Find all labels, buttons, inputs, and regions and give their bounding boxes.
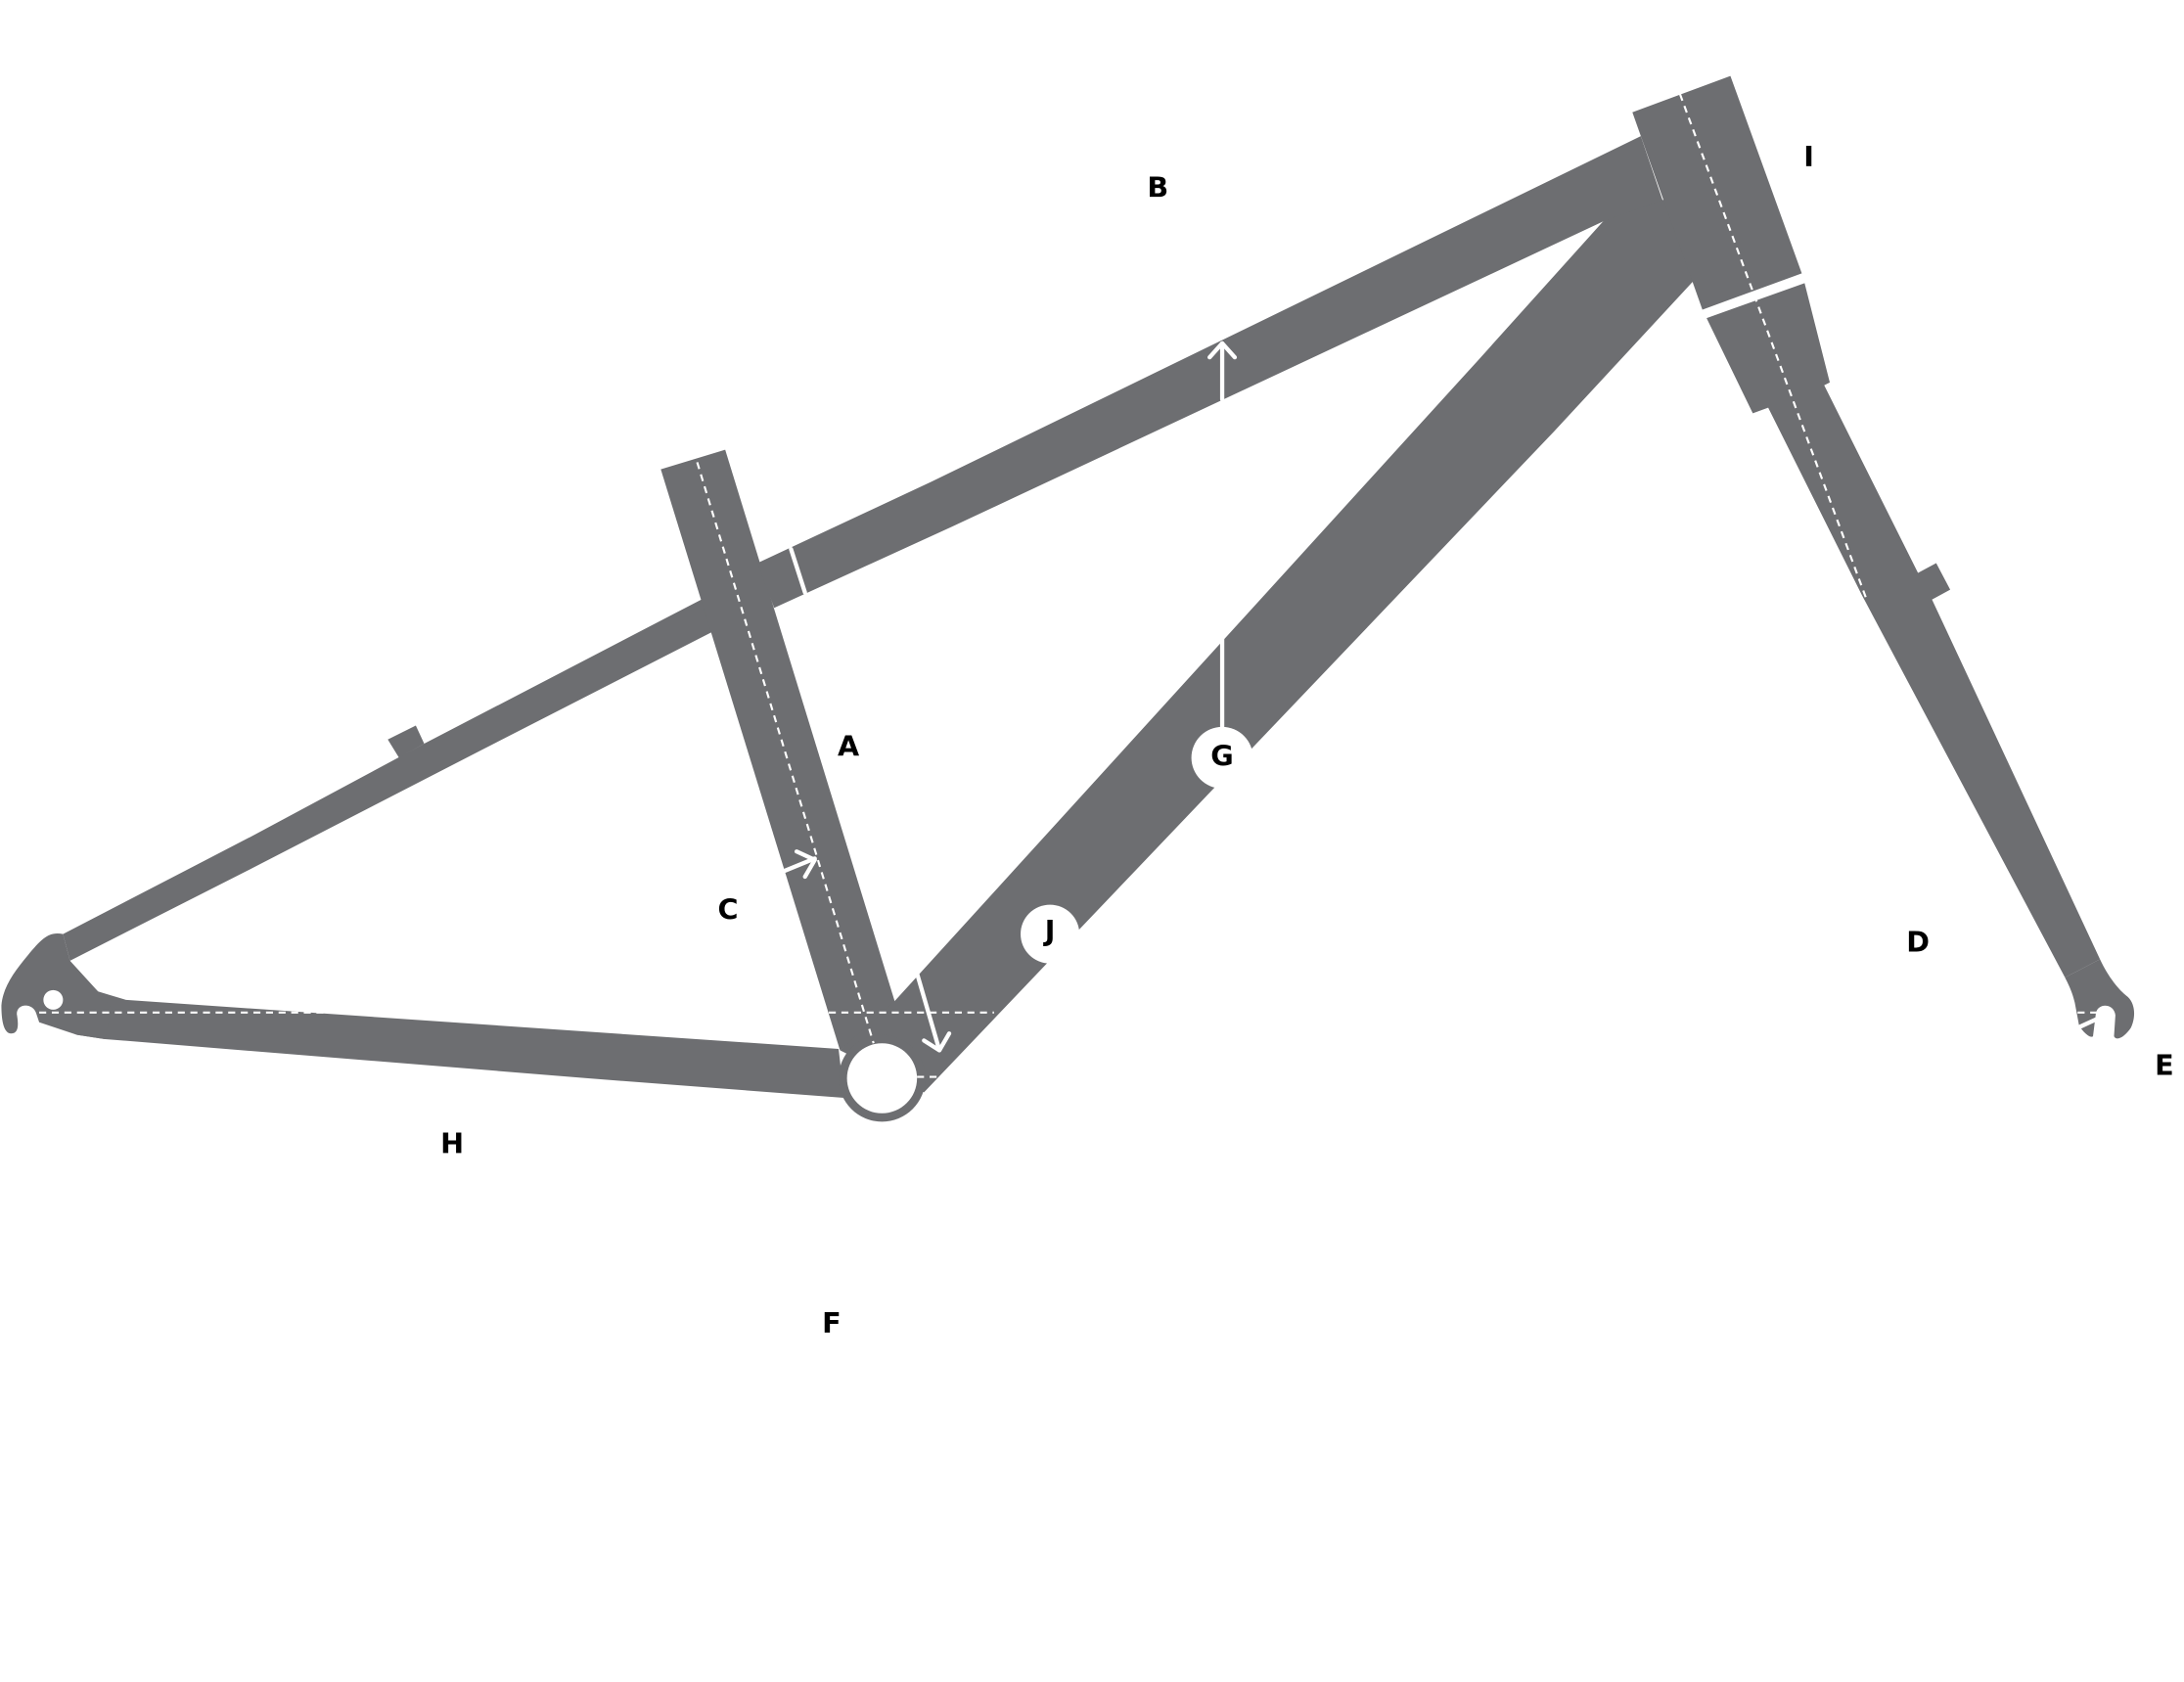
rear-dropout [1,933,113,1039]
seat-tube-arrow [782,856,817,874]
label-disc-g [1191,726,1253,789]
chainstay [41,960,844,1099]
bottom-bracket-hole [846,1043,918,1114]
bb-drop-arrow [915,971,942,1053]
seat-tube [660,449,896,1051]
seat-tube-axis [696,462,875,1044]
label-c: C [717,893,738,927]
label-a: A [838,729,859,762]
label-f: F [822,1306,842,1340]
label-disc-j [1021,904,1080,964]
label-g: G [1210,739,1233,772]
arrow-head-icon [1207,341,1238,360]
arrow-head-icon [922,1031,952,1053]
fork [1706,283,2101,977]
fork-dropout [2065,959,2135,1039]
seat-stay [63,599,713,961]
label-e: E [2155,1049,2174,1082]
arrow-head-icon [794,849,817,880]
steering-axis [1678,93,1869,603]
label-d: D [1906,926,1930,959]
seat-stay-bridge [387,725,425,758]
label-j: J [1043,914,1056,947]
dropout-hole [43,989,64,1010]
fork-offset-arrow [2075,1017,2099,1030]
label-i: I [1803,140,1814,173]
top-tube [757,136,1666,609]
label-h: H [440,1127,464,1160]
headset-gap [1700,272,1808,315]
top-tube-gap [789,547,807,595]
label-b: B [1147,170,1168,204]
down-tube [840,196,1695,1093]
